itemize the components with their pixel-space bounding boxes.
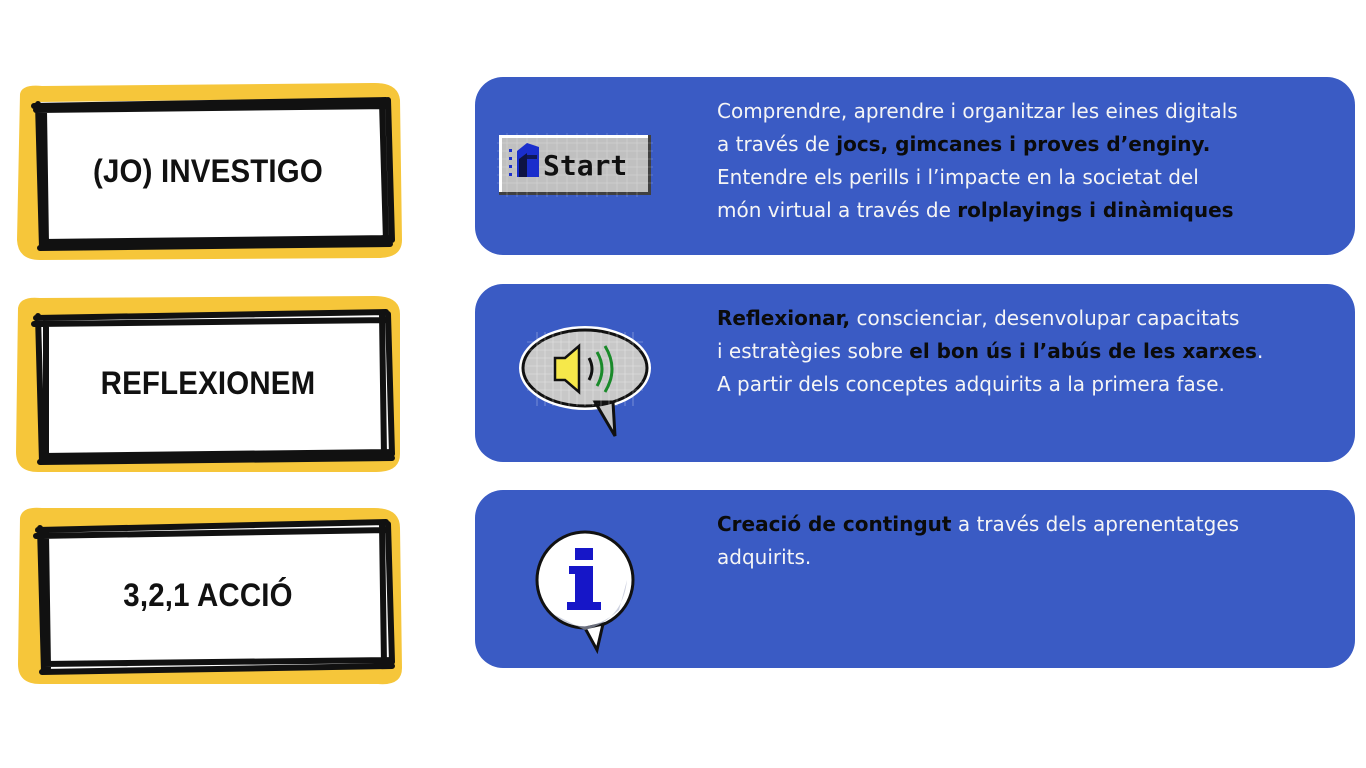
label-box-accio: 3,2,1 ACCIÓ <box>12 504 404 686</box>
label-box-investigo: (JO) INVESTIGO <box>12 80 404 262</box>
card-line: Reflexionar, conscienciar, desenvolupar … <box>717 302 1337 335</box>
card-line: Creació de contingut a través dels apren… <box>717 508 1337 541</box>
bold-text: el bon ús i l’abús de les xarxes <box>909 339 1257 363</box>
label-title: REFLEXIONEM <box>100 364 316 401</box>
bold-text: rolplayings i dinàmiques <box>957 198 1234 222</box>
text-run: Comprendre, aprendre i organitzar les ei… <box>717 99 1238 123</box>
card-text: Reflexionar, conscienciar, desenvolupar … <box>717 302 1337 401</box>
text-run: . <box>1256 339 1264 363</box>
card-line: Entendre els perills i l’impacte en la s… <box>717 161 1337 194</box>
card-line: Comprendre, aprendre i organitzar les ei… <box>717 95 1337 128</box>
text-run: món virtual a través de <box>717 198 958 222</box>
text-run: a través dels aprenentatges <box>951 512 1240 536</box>
card-investigo: Start Comprendre, aprendre i organitzar … <box>475 77 1355 255</box>
speaker-speech-bubble-icon <box>517 322 657 442</box>
bold-text: Creació de contingut <box>717 512 952 536</box>
text-run: a través de <box>717 132 837 156</box>
label-box-reflexionem: REFLEXIONEM <box>12 292 404 474</box>
text-run: A partir dels conceptes adquirits a la p… <box>717 372 1225 396</box>
card-line: adquirits. <box>717 541 1337 574</box>
start-button-icon: Start <box>497 133 653 201</box>
brush-frame <box>17 82 402 261</box>
brush-frame <box>18 507 402 685</box>
text-run: Entendre els perills i l’impacte en la s… <box>717 165 1199 189</box>
card-reflexionem: Reflexionar, conscienciar, desenvolupar … <box>475 284 1355 462</box>
card-text: Comprendre, aprendre i organitzar les ei… <box>717 95 1337 227</box>
card-accio: Creació de contingut a través dels apren… <box>475 490 1355 668</box>
card-line: i estratègies sobre el bon ús i l’abús d… <box>717 335 1337 368</box>
card-line: món virtual a través de rolplayings i di… <box>717 194 1337 227</box>
label-title: (JO) INVESTIGO <box>93 152 323 189</box>
brush-frame <box>16 296 400 472</box>
info-speech-bubble-icon <box>523 530 653 658</box>
bold-text: Reflexionar, <box>717 306 851 330</box>
bold-text: jocs, gimcanes i proves d’enginy. <box>836 132 1211 156</box>
card-line: a través de jocs, gimcanes i proves d’en… <box>717 128 1337 161</box>
card-line: A partir dels conceptes adquirits a la p… <box>717 368 1337 401</box>
label-title: 3,2,1 ACCIÓ <box>123 576 293 613</box>
text-run: i estratègies sobre <box>717 339 910 363</box>
card-text: Creació de contingut a través dels apren… <box>717 508 1337 574</box>
text-run: adquirits. <box>717 545 812 569</box>
start-label: Start <box>543 149 627 182</box>
text-run: conscienciar, desenvolupar capacitats <box>850 306 1240 330</box>
